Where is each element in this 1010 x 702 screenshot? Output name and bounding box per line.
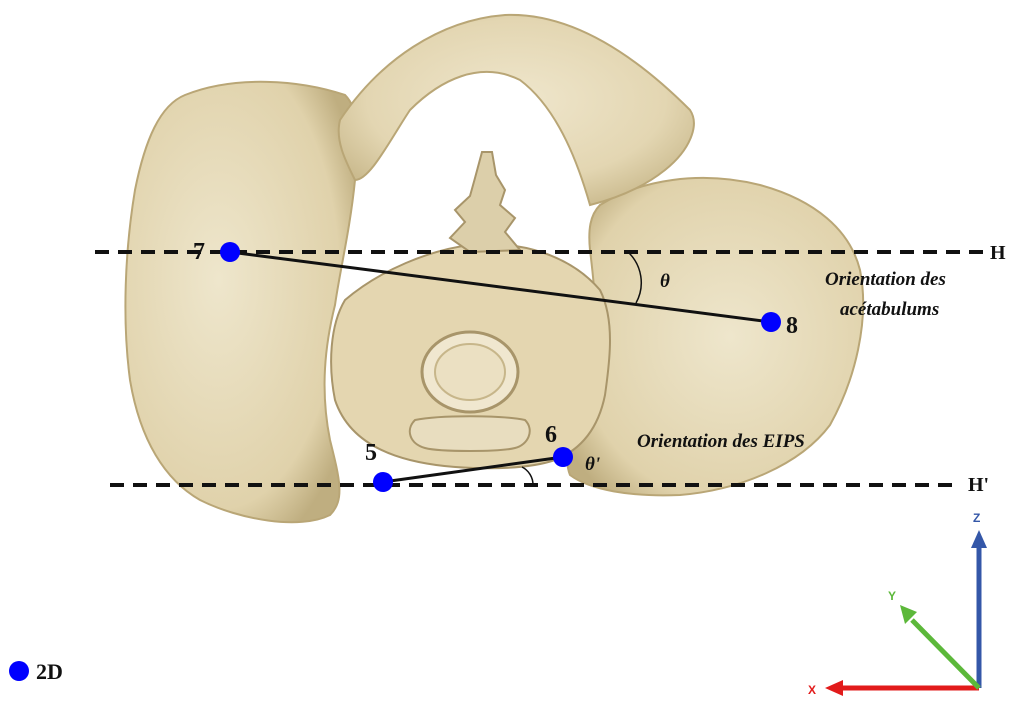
legend-2d-marker bbox=[9, 661, 29, 681]
point-5-label: 5 bbox=[365, 440, 377, 466]
pubic-arch bbox=[339, 15, 694, 205]
legend-2d-label: 2D bbox=[36, 659, 63, 684]
z-axis-label: Z bbox=[973, 511, 980, 525]
line-h-prime-label: H' bbox=[968, 474, 989, 496]
point-7-marker bbox=[220, 242, 240, 262]
x-axis-arrowhead bbox=[825, 680, 843, 696]
spinous-process bbox=[410, 416, 530, 451]
legend: 2D bbox=[9, 659, 63, 684]
axis-triad: Z Y X bbox=[808, 511, 987, 697]
line-h-label: H bbox=[990, 242, 1006, 264]
point-6-marker bbox=[553, 447, 573, 467]
coccyx bbox=[450, 152, 520, 252]
y-axis-label: Y bbox=[888, 589, 896, 603]
left-iliac-wing bbox=[125, 82, 358, 522]
y-axis-arrow bbox=[912, 620, 979, 688]
acetabulum-orientation-label-line2: acétabulums bbox=[840, 299, 939, 320]
acetabulum-orientation-label-line1: Orientation des bbox=[825, 269, 946, 290]
point-5-marker bbox=[373, 472, 393, 492]
theta-label: θ bbox=[660, 271, 670, 292]
point-7-label: 7 bbox=[193, 239, 205, 265]
x-axis-label: X bbox=[808, 683, 816, 697]
theta-prime-angle-arc bbox=[522, 467, 533, 485]
eips-orientation-label: Orientation des EIPS bbox=[637, 431, 805, 452]
point-8-marker bbox=[761, 312, 781, 332]
point-8-label: 8 bbox=[786, 313, 798, 339]
theta-prime-label: θ' bbox=[585, 454, 600, 475]
point-6-label: 6 bbox=[545, 422, 557, 448]
z-axis-arrowhead bbox=[971, 530, 987, 548]
